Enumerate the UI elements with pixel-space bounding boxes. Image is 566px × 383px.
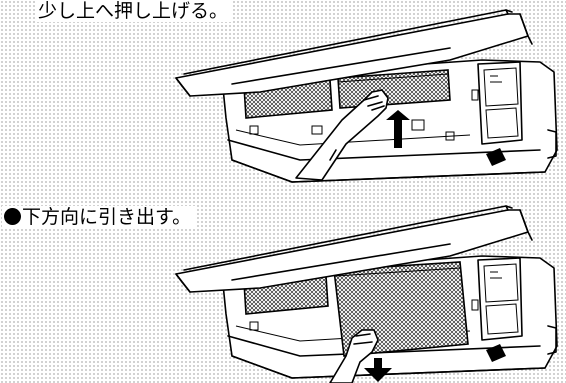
step-2-text: 下方向に引き出す。 [22,206,192,228]
front-panel-lifted [175,9,533,97]
bullet-icon [4,208,21,225]
control-box [471,257,523,362]
arrow-up-icon [386,110,410,148]
diagram-push-filter-up [175,9,558,183]
step-1-instruction: 少し上へ押し上げる。 [36,0,233,22]
diagram-pull-filter-down [175,205,558,383]
step-2-instruction: 下方向に引き出す。 [2,206,196,228]
hand-icon [295,89,389,181]
front-panel-lifted [175,205,533,293]
hand-icon [329,329,379,383]
arrow-down-icon [364,358,392,382]
control-box [471,61,523,166]
